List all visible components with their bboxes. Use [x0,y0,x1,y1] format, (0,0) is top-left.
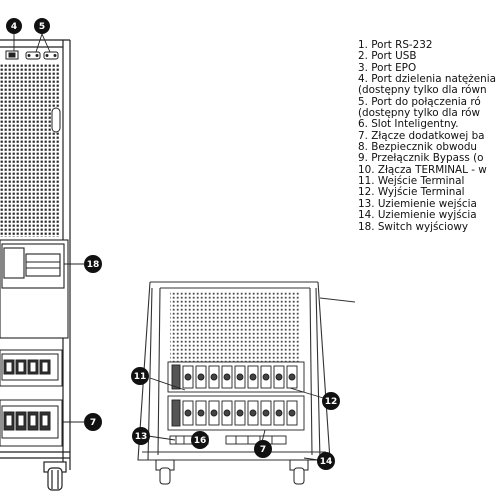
callout-7-tower: 7 [84,413,102,431]
tower-terminal-upper [0,349,63,387]
callout-13: 13 [132,427,150,445]
callout-12: 12 [322,392,340,410]
legend-item: 2. Port USB [358,50,417,63]
callout-5: 5 [34,18,50,34]
callout-14-label: 14 [320,457,333,467]
legend-item: 10. Złącza TERMINAL - w [358,163,487,176]
callout-7-cabinet: 7 [254,440,272,458]
callout-7-cabinet-label: 7 [260,445,266,455]
legend-item: 12. Wyjście Terminal [358,186,465,199]
callout-5-label: 5 [39,22,45,32]
legend-item: 6. Slot Inteligentny. [358,118,459,131]
legend-item: 4. Port dzielenia natężenia [358,73,496,86]
legend-item: 13. Uziemienie wejścia [358,197,477,210]
legend-item: 14. Uziemienie wyjścia [358,209,477,222]
terminal-strip-upper [167,361,305,393]
legend-item: 9. Przełącznik Bypass (o [358,152,484,165]
comm-ports [5,50,59,60]
cabinet-vent-grille [170,292,300,362]
callout-16-label: 16 [194,436,207,446]
legend-item: 3. Port EPO [358,61,417,74]
intelligent-slot [51,107,61,133]
tower-terminal-lower [0,399,63,447]
legend-item: 8. Bezpiecznik obwodu [358,141,478,154]
legend-item: 11. Wejście Terminal [358,175,465,188]
callout-11: 11 [131,367,149,385]
terminal-strip-lower [167,395,305,431]
legend-item: 1. Port RS-232 [358,40,433,51]
parts-legend: 1. Port RS-232 2. Port USB 3. Port EPO 4… [358,40,500,233]
callout-7-tower-label: 7 [90,418,96,428]
callout-11-label: 11 [134,372,147,382]
callout-4-label: 4 [11,22,17,32]
legend-item: (dostępny tylko dla rów [358,107,480,120]
tower-cabinet [0,39,71,491]
callout-18: 18 [84,255,102,273]
callout-16: 16 [191,431,209,449]
callout-13-label: 13 [135,432,148,442]
legend-item: (dostępny tylko dla równ [358,84,487,97]
callout-18-label: 18 [87,260,100,270]
legend-item: 7. Złącze dodatkowej ba [358,129,485,142]
tower-vent-grille [0,64,60,237]
callout-14: 14 [317,452,335,470]
callout-4: 4 [6,18,22,34]
legend-item: 5. Port do połączenia ró [358,95,481,108]
output-switch-panel [0,239,69,339]
callout-12-label: 12 [325,397,338,407]
cabinet-wheels [155,459,309,485]
legend-item: 18. Switch wyjściowy [358,220,469,233]
